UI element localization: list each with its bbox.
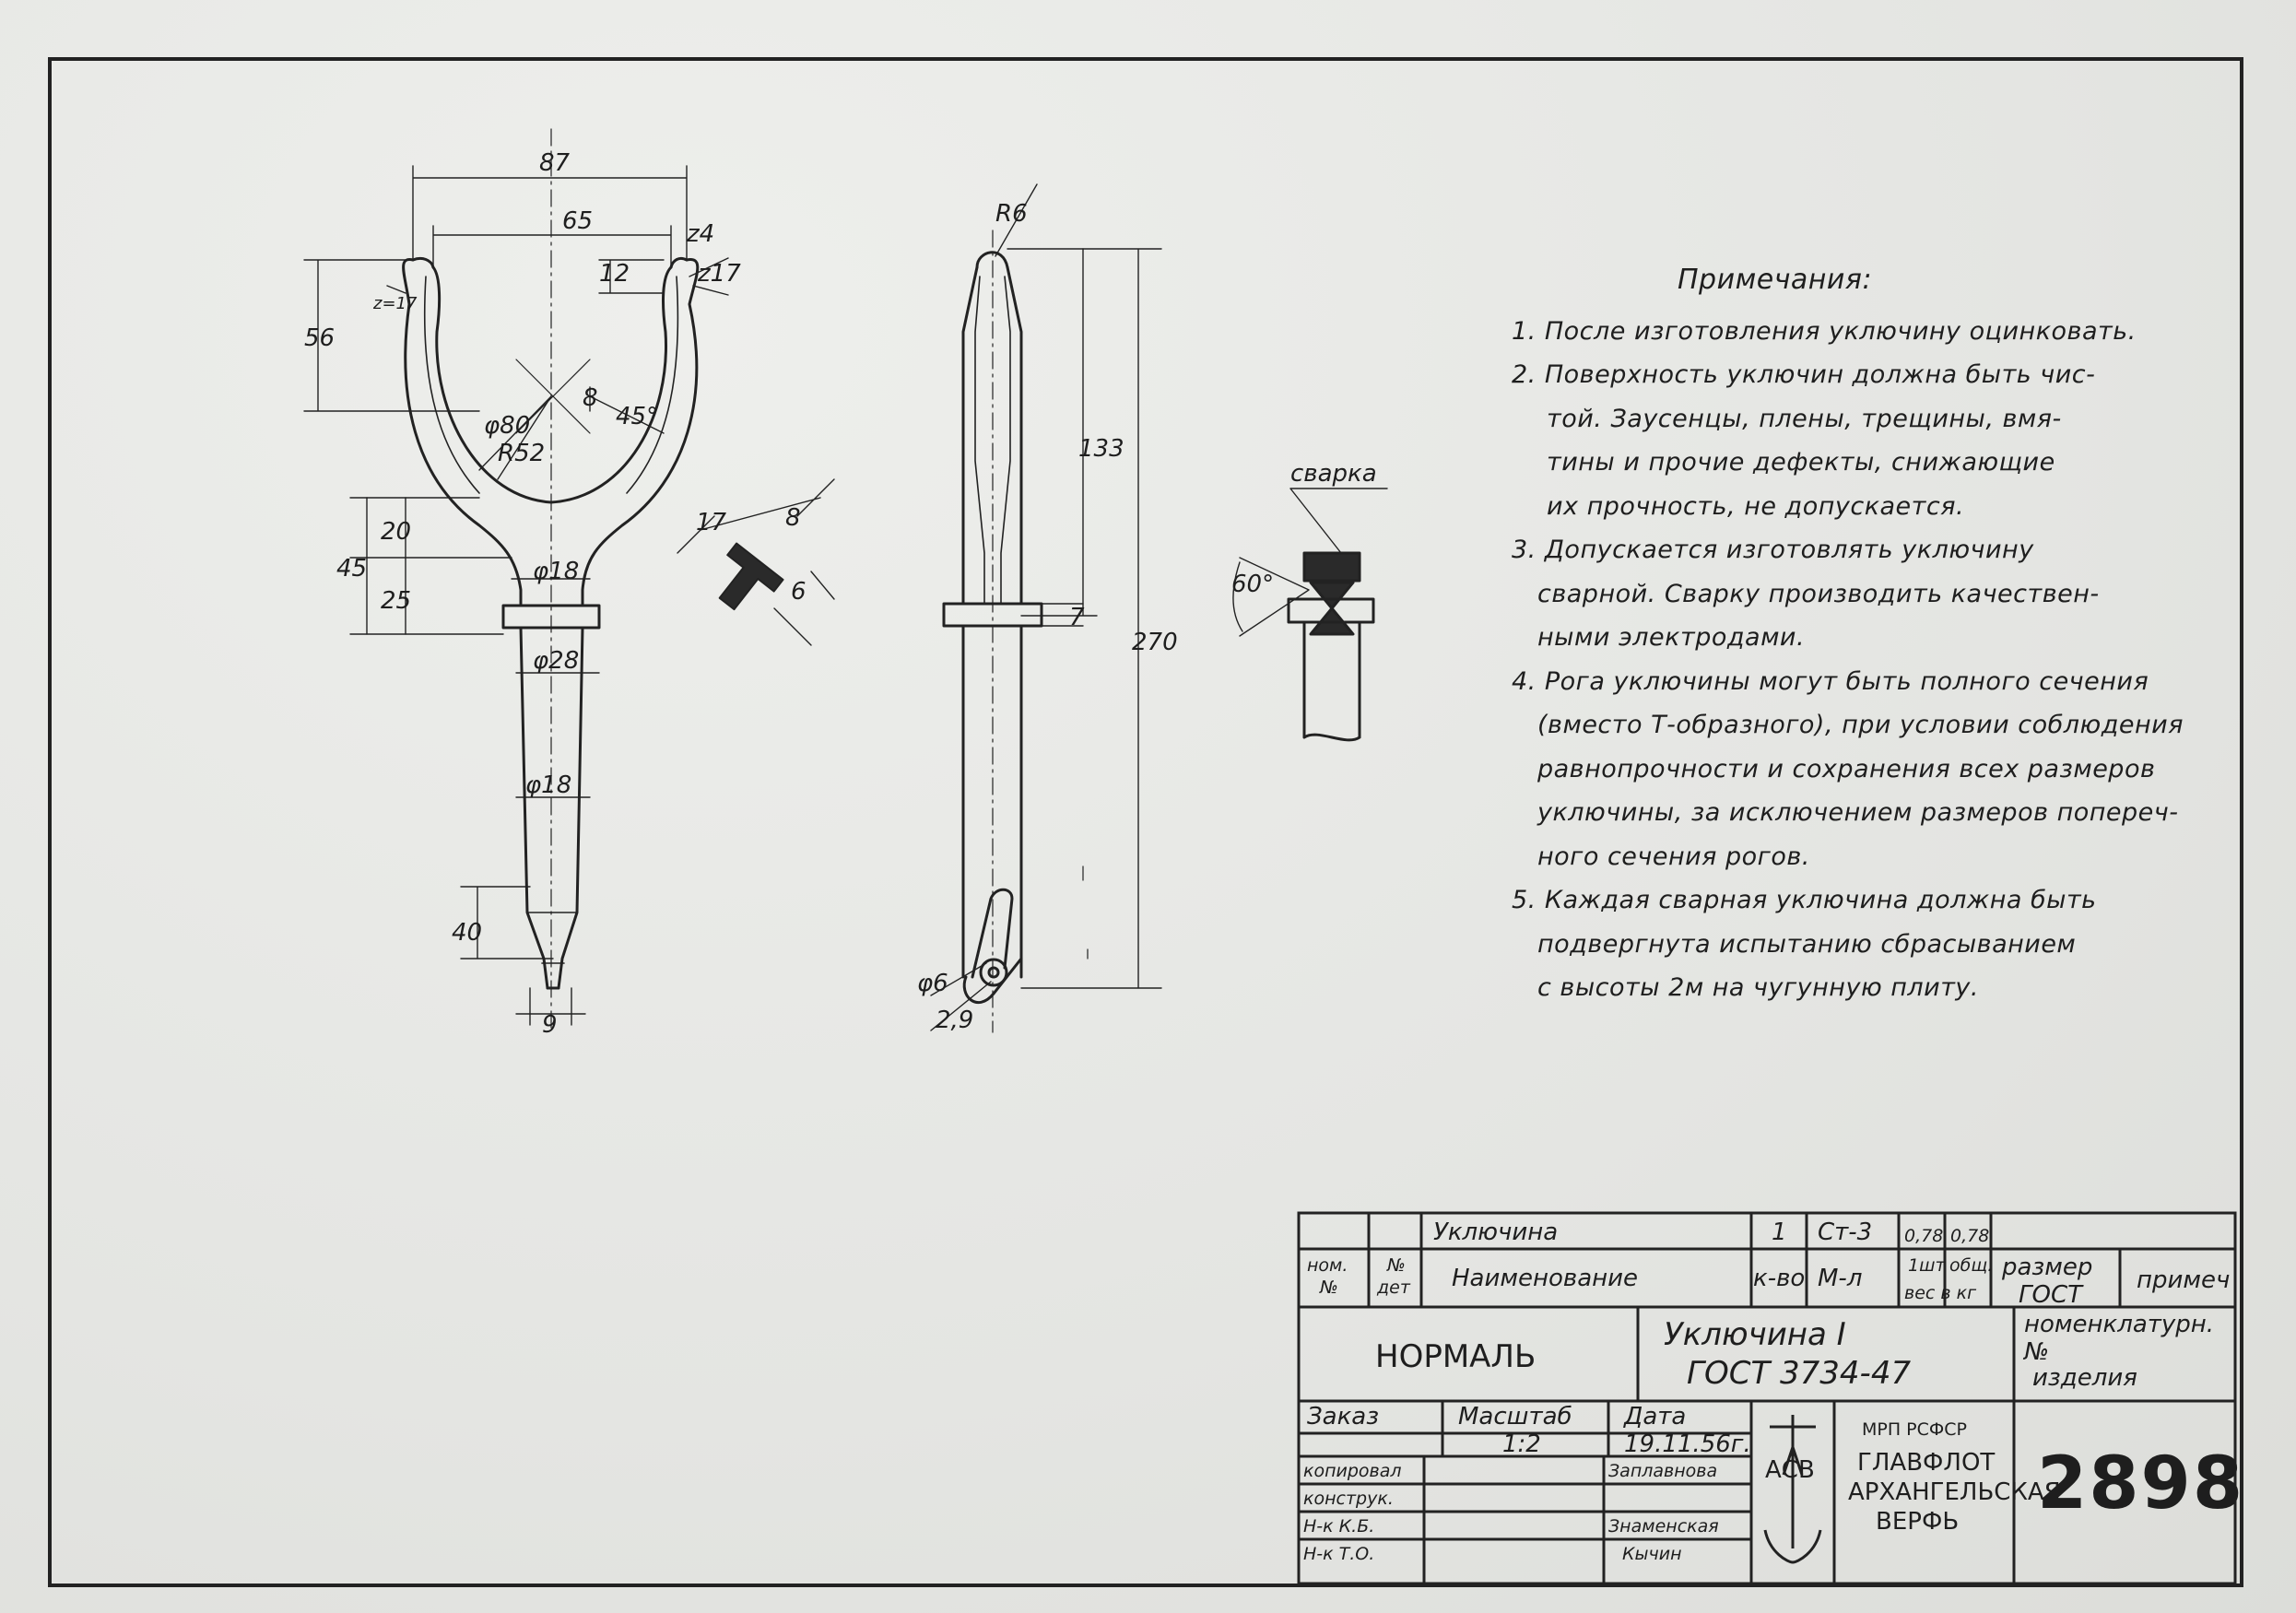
dim-45-deg: 45°	[616, 403, 658, 430]
hdr-nom-no: №	[1320, 1277, 1338, 1298]
part-name: Уключина	[1433, 1219, 1559, 1246]
dim-phi6: φ6	[917, 970, 948, 997]
date-value: 19.11.56г.	[1624, 1431, 1751, 1458]
side-view	[930, 183, 1162, 1033]
dim-phi18-bottom: φ18	[525, 771, 571, 799]
weld-detail	[1232, 488, 1388, 742]
product-name: Уключина I	[1664, 1316, 1846, 1353]
drawing-frame	[48, 57, 2243, 1587]
part-weight-unit: 0,78	[1904, 1226, 1944, 1246]
nk-to-name: Кычин	[1622, 1544, 1682, 1564]
dim-20: 20	[381, 518, 411, 546]
dim-r6: R6	[995, 200, 1028, 228]
dim-65: 65	[562, 207, 593, 235]
note-line: 5. Каждая сварная уключина должна быть	[1512, 886, 2097, 914]
dim-9: 9	[542, 1011, 558, 1039]
nomen-item: изделия	[2032, 1364, 2137, 1392]
weld-angle: 60°	[1231, 571, 1274, 598]
dim-phi28: φ28	[533, 647, 579, 675]
note-line: подвергнута испытанию сбрасыванием	[1537, 929, 2077, 959]
hdr-det-no: №	[1387, 1255, 1406, 1276]
dim-z17-right: z17	[697, 260, 741, 288]
note-line: с высоты 2м на чугунную плиту.	[1537, 973, 1979, 1002]
nomen-no: №	[2024, 1338, 2050, 1366]
drawing-number: 2898	[2037, 1442, 2245, 1525]
product-gost: ГОСТ 3734-47	[1687, 1355, 1912, 1392]
dim-40: 40	[452, 919, 482, 947]
part-material: Ст-3	[1818, 1219, 1873, 1246]
dim-8: 8	[583, 384, 598, 412]
note-line: равнопрочности и сохранения всех размеро…	[1537, 754, 2156, 783]
scale-value: 1:2	[1502, 1431, 1541, 1458]
dim-z17-left: z=17	[372, 294, 418, 313]
scale-label: Масштаб	[1458, 1403, 1572, 1431]
note-line: 2. Поверхность уключин должна быть чис-	[1512, 360, 2096, 389]
hdr-weight-total: общ.	[1949, 1255, 1994, 1276]
dim-56: 56	[304, 324, 335, 352]
section-dim-8: 8	[785, 504, 801, 532]
anchor-logo	[1763, 1415, 1822, 1564]
note-line: уключины, за исключением размеров попере…	[1537, 798, 2179, 827]
title-block-grid	[1297, 1211, 2237, 1585]
note-line: тины и прочие дефекты, снижающие	[1547, 448, 2055, 477]
dim-87: 87	[539, 149, 571, 177]
hdr-material: М-л	[1818, 1265, 1863, 1292]
notes-title: Примечания:	[1678, 264, 1873, 296]
front-view	[303, 128, 729, 1033]
note-line: (вместо Т-образного), при условии соблюд…	[1537, 711, 2184, 739]
section-dim-6: 6	[791, 578, 807, 606]
note-line: той. Заусенцы, плены, трещины, вмя-	[1547, 404, 2062, 433]
dim-z4: z4	[686, 220, 714, 248]
date-label: Дата	[1624, 1403, 1687, 1431]
note-line: 1. После изготовления уключину оцинковат…	[1512, 316, 2137, 346]
org-line-1: МРП РСФСР	[1862, 1419, 1967, 1440]
notes-panel: Примечания: 1. После изготовления уключи…	[1512, 258, 2212, 1010]
nk-kb-name: Знаменская	[1608, 1516, 1719, 1536]
hdr-note: примеч	[2137, 1266, 2231, 1294]
hdr-gost: ГОСТ	[2019, 1281, 2082, 1309]
dim-270: 270	[1132, 629, 1178, 656]
dim-2-9: 2,9	[936, 1007, 973, 1034]
hdr-weight-unit: 1шт	[1908, 1255, 1946, 1276]
note-line: ными электродами.	[1537, 623, 1806, 652]
dim-45: 45	[336, 555, 367, 583]
copied-label: копировал	[1303, 1461, 1402, 1481]
hdr-qty: к-во	[1753, 1265, 1806, 1292]
order-label: Заказ	[1307, 1403, 1380, 1431]
note-line: 4. Рога уключины могут быть полного сече…	[1512, 666, 2149, 696]
dim-phi80: φ80	[484, 412, 530, 440]
design-label: конструк.	[1303, 1489, 1394, 1509]
normal-label: НОРМАЛЬ	[1375, 1338, 1537, 1375]
note-line: ного сечения рогов.	[1537, 842, 1810, 871]
dim-133: 133	[1078, 435, 1124, 463]
part-qty: 1	[1772, 1219, 1787, 1246]
nk-kb-label: Н-к К.Б.	[1303, 1516, 1375, 1536]
hdr-size: размер	[2002, 1254, 2093, 1281]
dim-12: 12	[599, 260, 630, 288]
nk-to-label: Н-к Т.О.	[1303, 1544, 1375, 1564]
dim-r52: R52	[498, 440, 545, 467]
dim-25: 25	[381, 587, 411, 615]
dim-phi18-top: φ18	[533, 558, 579, 585]
hdr-weight-kg: вес в кг	[1904, 1283, 1977, 1303]
hdr-nom: ном.	[1307, 1255, 1348, 1276]
logo-text: АСВ	[1765, 1456, 1815, 1484]
weld-label: сварка	[1290, 460, 1377, 488]
copied-name: Заплавнова	[1608, 1461, 1718, 1481]
t-section-view	[677, 478, 835, 646]
org-line-2: ГЛАВФЛОТ	[1857, 1449, 1996, 1477]
org-line-4: ВЕРФЬ	[1876, 1508, 1960, 1536]
note-line: сварной. Сварку производить качествен-	[1537, 579, 2100, 608]
hdr-name: Наименование	[1452, 1265, 1639, 1292]
note-line: 3. Допускается изготовлять уключину	[1512, 536, 2034, 564]
section-dim-17: 17	[696, 509, 727, 536]
org-line-3: АРХАНГЕЛЬСКАЯ	[1848, 1478, 2061, 1506]
dim-7: 7	[1069, 604, 1085, 631]
part-weight-total: 0,78	[1950, 1226, 1990, 1246]
nomen-label: номенклатурн.	[2024, 1311, 2215, 1338]
note-line: их прочность, не допускается.	[1547, 491, 1965, 521]
hdr-det: дет	[1377, 1277, 1410, 1298]
